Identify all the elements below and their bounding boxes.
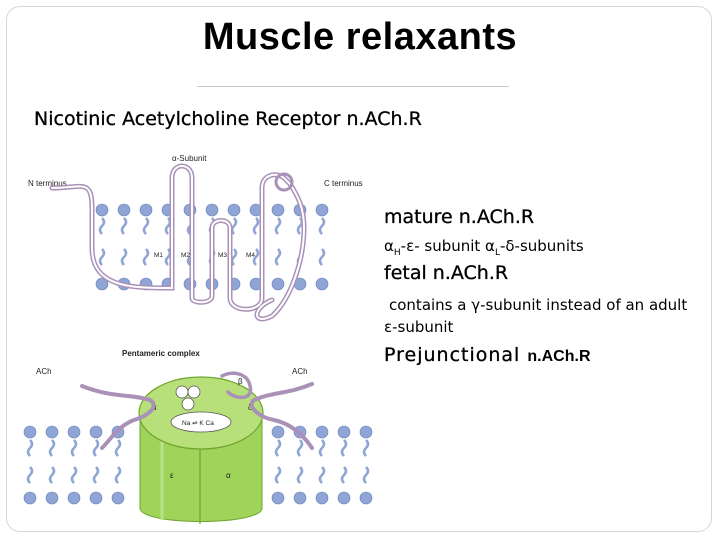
ion-label: Na ⇌ K Ca <box>182 420 214 427</box>
lipid-head <box>271 277 285 291</box>
lipid-head <box>359 491 373 505</box>
alpha-subunit-label: α-Subunit <box>172 154 207 163</box>
lipid-tail <box>120 217 128 266</box>
lipid-head <box>95 277 109 291</box>
title-divider <box>197 86 509 87</box>
c-terminus-label: C terminus <box>324 179 363 188</box>
pentamer-chain-top <box>220 371 253 400</box>
lipid-head <box>95 203 109 217</box>
pentamer-chain-left <box>80 384 156 450</box>
lipid-head <box>89 425 103 439</box>
lipid-head <box>293 491 307 505</box>
slide-frame <box>6 6 712 532</box>
lipid-head <box>271 425 285 439</box>
lipid-head <box>315 491 329 505</box>
m4-label: M4 <box>246 252 255 259</box>
lipid-head <box>271 491 285 505</box>
alpha-bottom-label: α <box>226 471 231 480</box>
subunits-line: αH-ε- subunit αL-δ-subunits <box>384 237 584 258</box>
fetal-description: contains a γ-subunit instead of an adult… <box>384 296 688 336</box>
m-segment-circles <box>175 385 201 411</box>
lipid-tail <box>230 217 238 266</box>
chain-loop <box>274 172 294 192</box>
lipid-head <box>227 203 241 217</box>
lipid-tail <box>114 439 122 484</box>
lipid-tail <box>274 439 282 484</box>
lipid-head <box>271 203 285 217</box>
lipid-tail <box>318 439 326 484</box>
slide-title: Muscle relaxants <box>202 16 518 58</box>
lipid-head <box>67 425 81 439</box>
lipid-head <box>45 425 59 439</box>
lipid-tail <box>98 217 106 266</box>
lipid-head <box>117 203 131 217</box>
alpha-subunit-chain <box>49 163 307 322</box>
lipid-head <box>359 425 373 439</box>
lipid-tail <box>318 217 326 266</box>
lipid-tail <box>164 217 172 266</box>
lipid-tail <box>362 439 370 484</box>
h-subscript: H <box>393 248 401 258</box>
lipid-head <box>23 491 37 505</box>
lipid-head <box>315 203 329 217</box>
fetal-heading: fetal n.ACh.R <box>384 262 509 284</box>
n-terminus-label: N terminus <box>28 179 67 188</box>
lipid-head <box>337 425 351 439</box>
lipid-head <box>315 425 329 439</box>
lipid-head <box>45 491 59 505</box>
lipid-tail <box>296 439 304 484</box>
lipid-tail <box>142 217 150 266</box>
lipid-head <box>315 277 329 291</box>
lipid-tail <box>252 217 260 266</box>
lipid-head <box>67 491 81 505</box>
pentamer-chain-right <box>249 382 314 450</box>
lipid-tail <box>274 217 282 266</box>
lipid-tail <box>340 439 348 484</box>
lipid-tail <box>70 439 78 484</box>
lipid-head <box>111 491 125 505</box>
m2-label: M2 <box>181 252 190 259</box>
prejunctional-abbrev: n.ACh.R <box>527 348 591 365</box>
alpha-subunit-chain-inner <box>51 165 306 320</box>
prejunctional-word: Prejunctional <box>384 344 521 366</box>
ach-left-label: ACh <box>36 367 52 376</box>
ach-right-label: ACh <box>292 367 308 376</box>
lipid-head <box>337 491 351 505</box>
lipid-head <box>139 203 153 217</box>
alpha-h-symbol: α <box>384 237 394 255</box>
epsilon-label: ε <box>170 471 174 480</box>
pentameric-label: Pentameric complex <box>122 349 200 358</box>
lipid-tail <box>26 439 34 484</box>
lipid-tail <box>48 439 56 484</box>
receptor-figure: α-Subunit N terminus C terminus M1 M2 M3… <box>23 154 373 524</box>
cell-membrane <box>95 203 329 291</box>
l-subscript: L <box>494 248 500 258</box>
subunits-end-text: -δ-subunits <box>499 237 584 255</box>
m3-label: M3 <box>218 252 227 259</box>
m1-label: M1 <box>154 252 163 259</box>
channel-inner-ring <box>170 411 232 433</box>
lipid-head <box>205 203 219 217</box>
lipid-head <box>89 491 103 505</box>
mature-heading: mature n.ACh.R <box>384 206 535 228</box>
slide-subtitle: Nicotinic Acetylcholine Receptor n.ACh.R <box>34 108 422 130</box>
beta-label: β <box>238 377 243 386</box>
lipid-head <box>23 425 37 439</box>
lipid-tail <box>92 439 100 484</box>
subunits-mid-text: -ε- subunit α <box>400 237 495 255</box>
prejunctional-heading: Prejunctional n.ACh.R <box>384 344 591 366</box>
